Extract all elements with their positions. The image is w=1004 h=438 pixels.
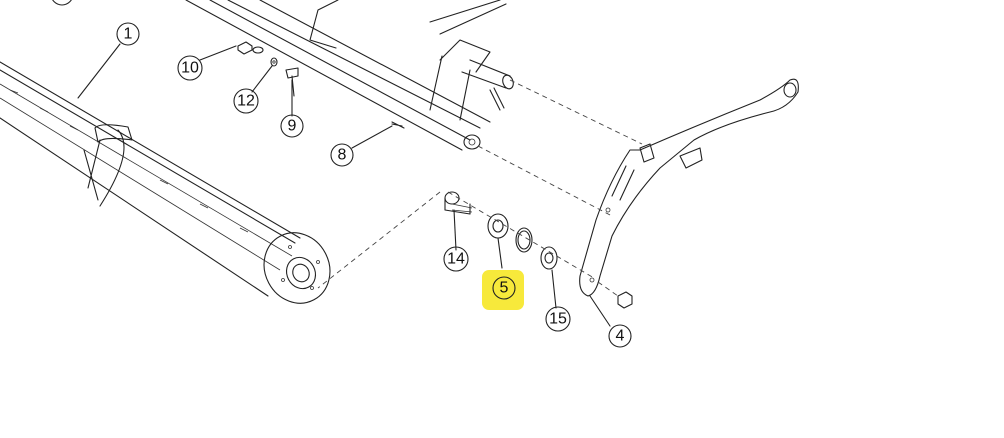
callout-10: 10 — [177, 55, 203, 81]
callout-14: 14 — [443, 246, 469, 272]
callout-1: 1 — [116, 22, 140, 46]
small-hardware — [237, 41, 405, 129]
svg-text:8: 8 — [338, 147, 347, 164]
callout-12: 12 — [233, 88, 259, 114]
leader-lines — [77, 43, 611, 327]
roller-part — [0, 61, 331, 304]
svg-text:1: 1 — [124, 26, 133, 43]
frame-bar — [185, 0, 514, 151]
callout-2: 2 — [52, 0, 72, 6]
callout-15: 15 — [545, 306, 571, 332]
pivot-arm — [579, 78, 799, 309]
callout-4: 4 — [608, 324, 632, 348]
callout-5: 5 — [492, 276, 516, 300]
svg-text:5: 5 — [500, 280, 509, 297]
svg-text:14: 14 — [447, 251, 465, 268]
svg-text:2: 2 — [58, 0, 67, 3]
svg-text:10: 10 — [181, 60, 199, 77]
callout-8: 8 — [330, 143, 354, 167]
svg-text:15: 15 — [549, 311, 567, 328]
svg-text:12: 12 — [237, 93, 255, 110]
callout-9: 9 — [280, 114, 304, 138]
callout-highlight — [482, 270, 524, 310]
assembly-lines — [317, 79, 643, 297]
svg-text:4: 4 — [616, 328, 625, 345]
svg-text:9: 9 — [288, 118, 297, 135]
